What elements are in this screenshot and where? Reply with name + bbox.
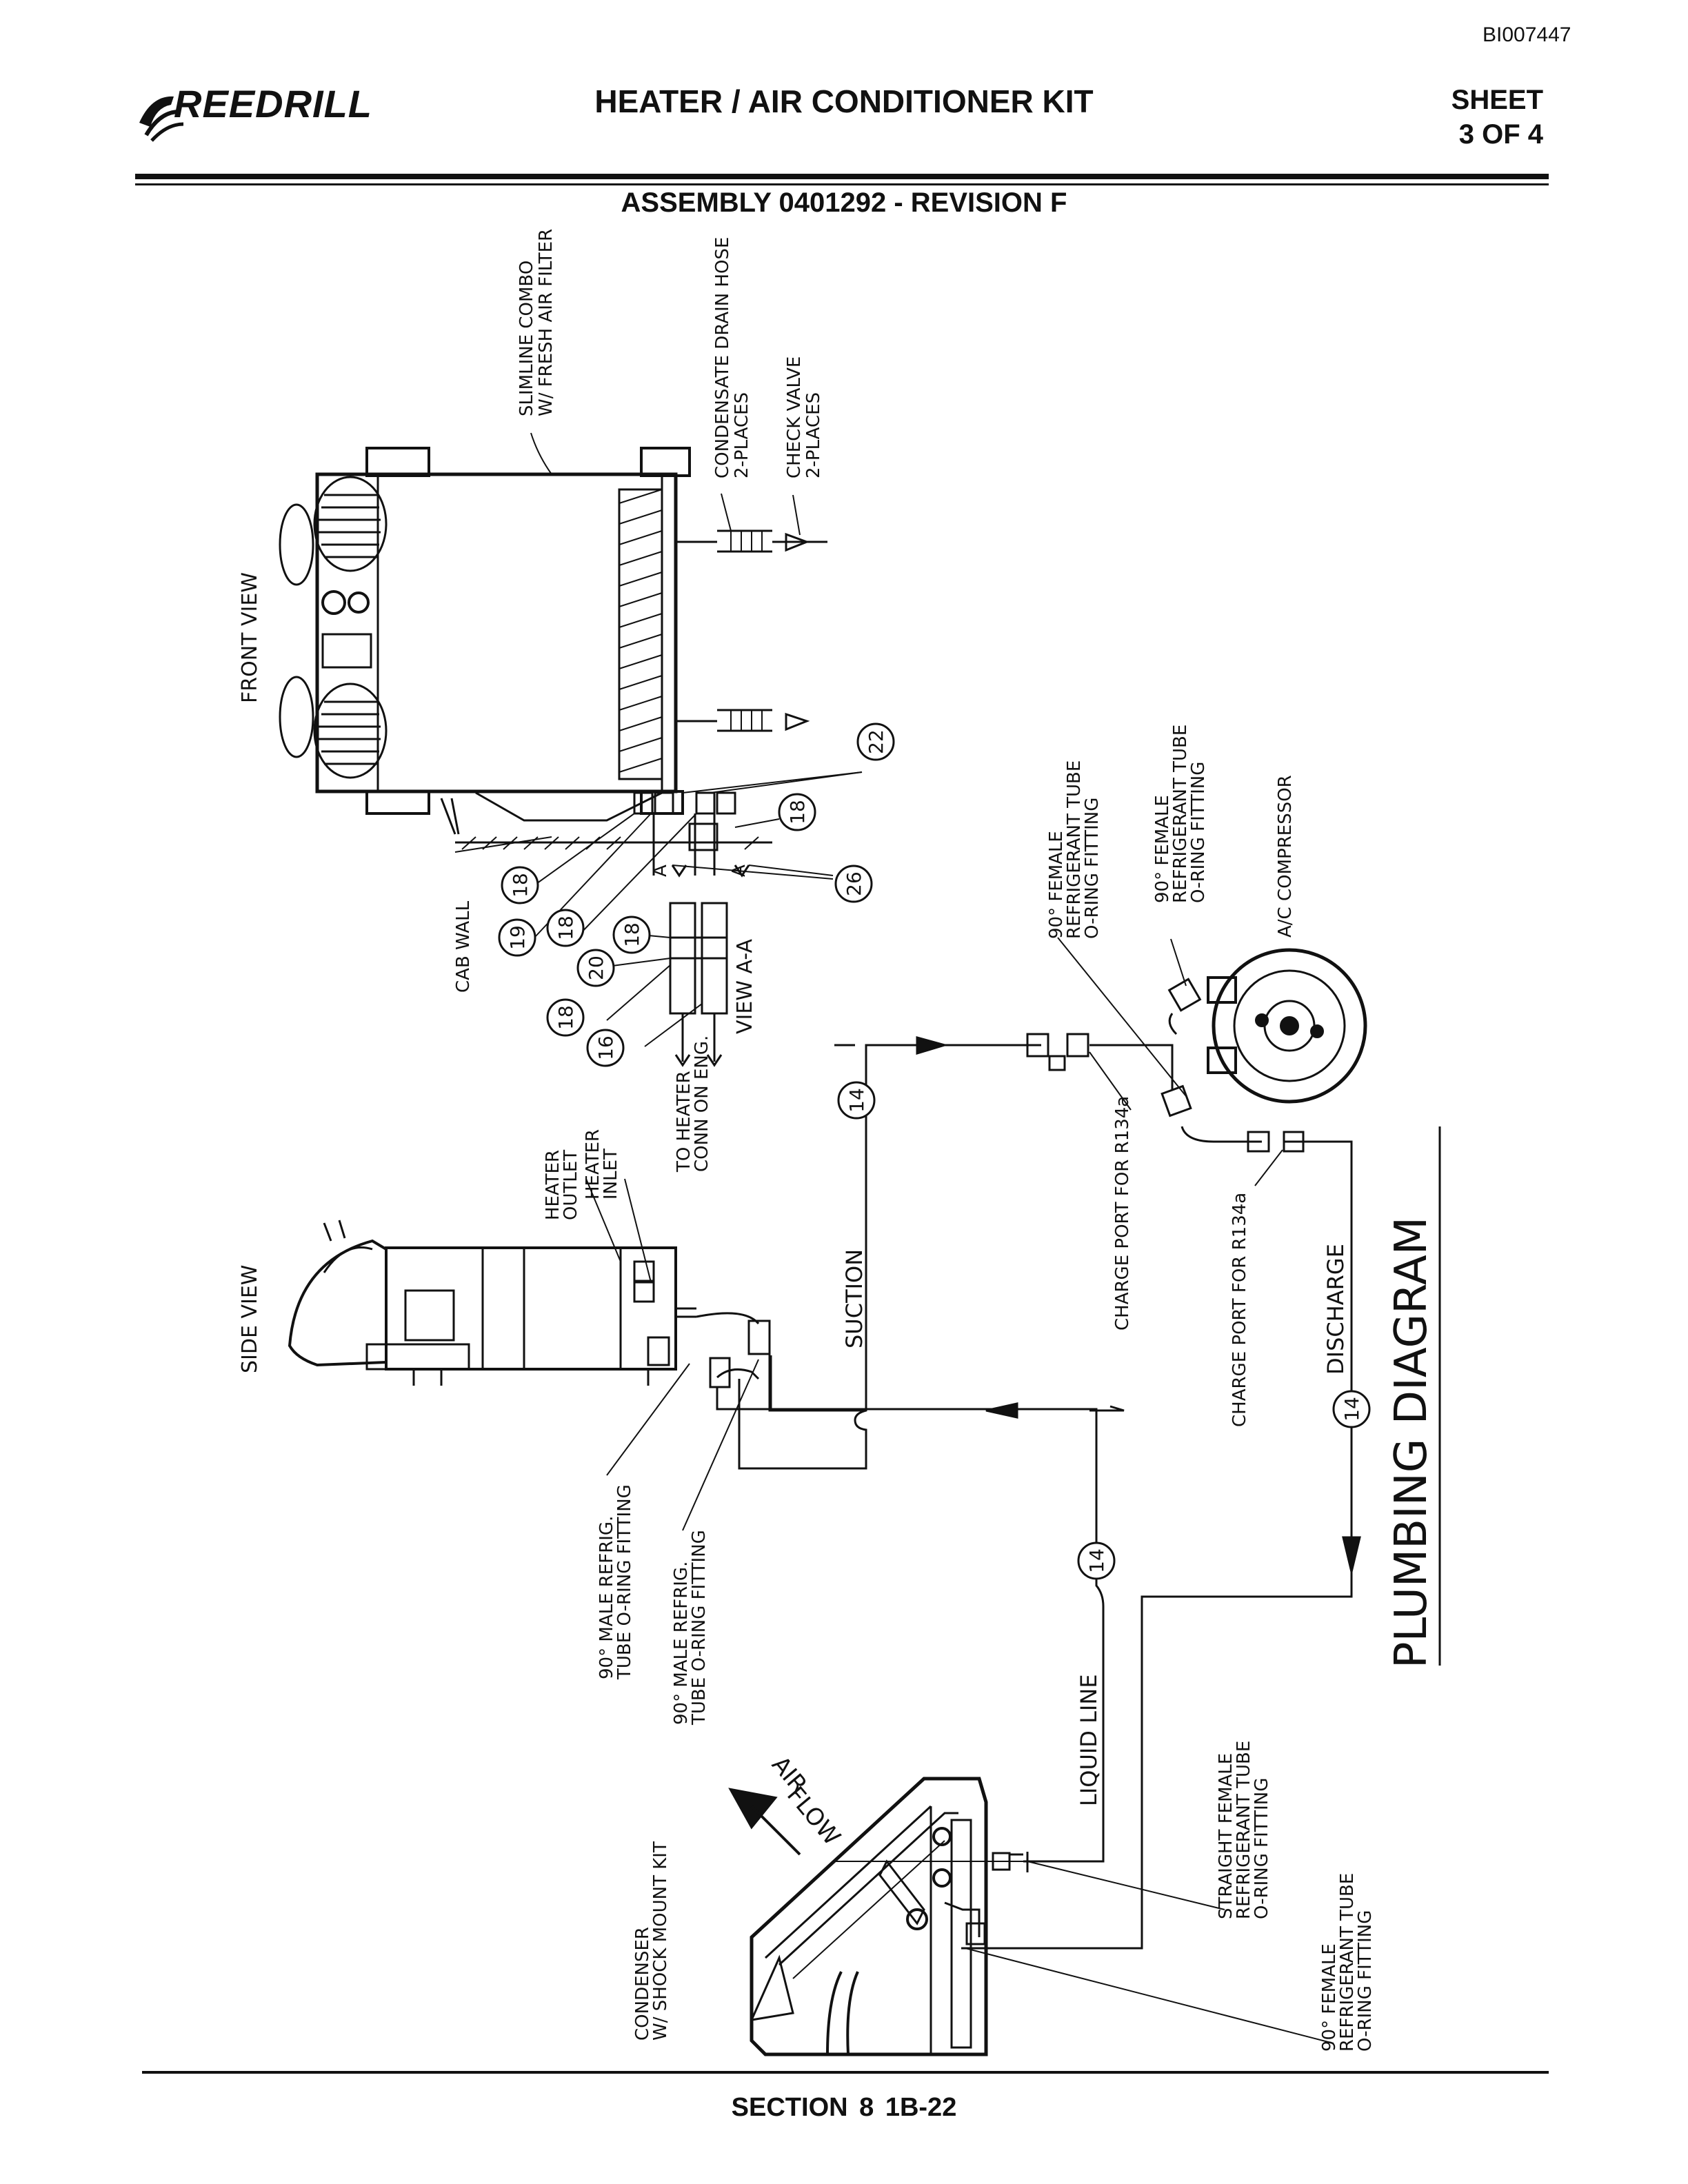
female-fitting-1-line3: O-RING FITTING (1082, 798, 1103, 939)
male-fitting-a-line2: TUBE O-RING FITTING (614, 1484, 635, 1680)
female-fitting-3-line1: 90° FEMALE (1319, 1943, 1340, 2052)
front-view-label: FRONT VIEW (238, 572, 262, 703)
male-fitting-b-line2: TUBE O-RING FITTING (689, 1530, 710, 1726)
check-valve-callout-line1: CHECK VALVE (784, 356, 805, 478)
svg-text:14: 14 (1085, 1548, 1108, 1573)
side-view-unit (288, 1220, 696, 1386)
document-id: BI007447 (1483, 23, 1571, 46)
logo-text: REEDRILL (174, 82, 372, 125)
female-fitting-3-line3: O-RING FITTING (1355, 1910, 1376, 2052)
suction-line-label: SUCTION (841, 1249, 867, 1348)
header-rule-thin (135, 183, 1549, 185)
discharge-line-label: DISCHARGE (1323, 1244, 1349, 1375)
svg-text:19: 19 (506, 925, 529, 950)
balloon-18-b: 18 (546, 909, 585, 947)
side-view-label: SIDE VIEW (238, 1265, 262, 1373)
footer-section: SECTION 8 1B-22 (731, 2093, 957, 2122)
sheet-count: 3 OF 4 (1458, 119, 1543, 150)
footer-rule (142, 2071, 1549, 2074)
svg-text:18: 18 (554, 916, 577, 940)
condenser-icon (750, 1777, 988, 2056)
svg-text:14: 14 (1340, 1397, 1363, 1422)
svg-text:18: 18 (786, 800, 809, 825)
drain-callout-line1: CONDENSATE DRAIN HOSE (712, 237, 733, 478)
charge-port-2-label: CHARGE PORT FOR R134a (1229, 1193, 1250, 1427)
balloon-18-a: 18 (501, 866, 539, 904)
heater-inlet-line1: HEATER (583, 1129, 603, 1200)
straight-fitting-line2: REFRIGERANT TUBE (1234, 1741, 1254, 1919)
front-view-leaders (454, 432, 863, 1047)
balloon-14-discharge: 14 (1332, 1390, 1371, 1428)
female-fitting-2-line1: 90° FEMALE (1152, 795, 1173, 903)
balloon-26: 26 (834, 865, 873, 903)
charge-port-1-label: CHARGE PORT FOR R134a (1112, 1096, 1133, 1331)
svg-text:16: 16 (594, 1035, 617, 1060)
assembly-subtitle: ASSEMBLY 0401292 - REVISION F (621, 188, 1067, 218)
heater-outlet-line2: OUTLET (561, 1150, 581, 1220)
check-valve-callout-line2: 2-PLACES (803, 392, 824, 478)
reedrill-logo-icon (139, 96, 184, 142)
header-rule (135, 174, 1549, 179)
heater-conn-line1: TO HEATER (674, 1071, 694, 1173)
condenser-label-line1: CONDENSER (632, 1927, 653, 2041)
sheet-number: SHEET 3 OF 4 (1451, 83, 1543, 152)
section-a-right: A (729, 865, 750, 877)
slimline-callout-line1: SLIMLINE COMBO (516, 261, 537, 416)
female-fitting-1-line1: 90° FEMALE (1046, 831, 1067, 939)
liquid-line-label: LIQUID LINE (1076, 1674, 1102, 1806)
section-a-left: A (650, 865, 671, 877)
refrigerant-lines (696, 978, 1361, 1950)
svg-text:14: 14 (845, 1088, 868, 1113)
air-flow-arrow-icon (728, 1788, 801, 1856)
straight-fitting-line1: STRAIGHT FEMALE (1216, 1753, 1236, 1919)
svg-text:18: 18 (509, 873, 532, 898)
balloon-22: 22 (856, 722, 895, 761)
female-fitting-2-line2: REFRIGERANT TUBE (1170, 725, 1191, 903)
female-fitting-2-line3: O-RING FITTING (1188, 762, 1209, 903)
condenser-label-line2: W/ SHOCK MOUNT KIT (650, 1841, 671, 2041)
balloon-16: 16 (586, 1029, 625, 1067)
svg-text:20: 20 (585, 956, 607, 980)
plumbing-leaders (834, 937, 1334, 2044)
side-view-leaders (585, 1178, 759, 1531)
balloon-18-d: 18 (546, 998, 585, 1037)
balloon-19: 19 (498, 918, 536, 957)
svg-text:18: 18 (554, 1005, 577, 1030)
male-fitting-b-line1: 90° MALE REFRIG. (671, 1561, 692, 1725)
drain-callout-line2: 2-PLACES (732, 392, 752, 478)
heater-outlet-line1: HEATER (543, 1150, 563, 1220)
svg-text:26: 26 (843, 871, 865, 896)
female-fitting-3-line2: REFRIGERANT TUBE (1337, 1873, 1358, 2052)
air-flow-label-flow: FLOW (781, 1781, 845, 1851)
plumbing-diagram-title: PLUMBING DIAGRAM (1386, 1217, 1437, 1668)
balloon-14-liquid: 14 (1077, 1541, 1116, 1580)
balloon-20: 20 (576, 949, 615, 987)
page-title: HEATER / AIR CONDITIONER KIT (594, 83, 1094, 119)
compressor-label: A/C COMPRESSOR (1275, 775, 1296, 938)
cab-wall-callout: CAB WALL (453, 900, 474, 993)
heater-inlet-line2: INLET (601, 1149, 621, 1200)
front-view-unit (279, 447, 827, 1067)
compressor-icon (1207, 948, 1367, 1104)
svg-text:18: 18 (621, 922, 643, 947)
balloon-14-suction: 14 (837, 1081, 876, 1120)
svg-text:22: 22 (865, 729, 887, 754)
slimline-callout-line2: W/ FRESH AIR FILTER (536, 229, 556, 416)
sheet-label: SHEET (1451, 85, 1543, 115)
male-fitting-a-line1: 90° MALE REFRIG. (596, 1516, 617, 1679)
view-aa-label: VIEW A-A (733, 938, 757, 1034)
balloon-18-c: 18 (612, 916, 651, 954)
female-fitting-1-line2: REFRIGERANT TUBE (1064, 760, 1085, 939)
heater-conn-line2: CONN ON ENG. (692, 1035, 712, 1172)
balloon-18-top: 18 (778, 793, 816, 831)
straight-fitting-line3: O-RING FITTING (1252, 1778, 1272, 1919)
